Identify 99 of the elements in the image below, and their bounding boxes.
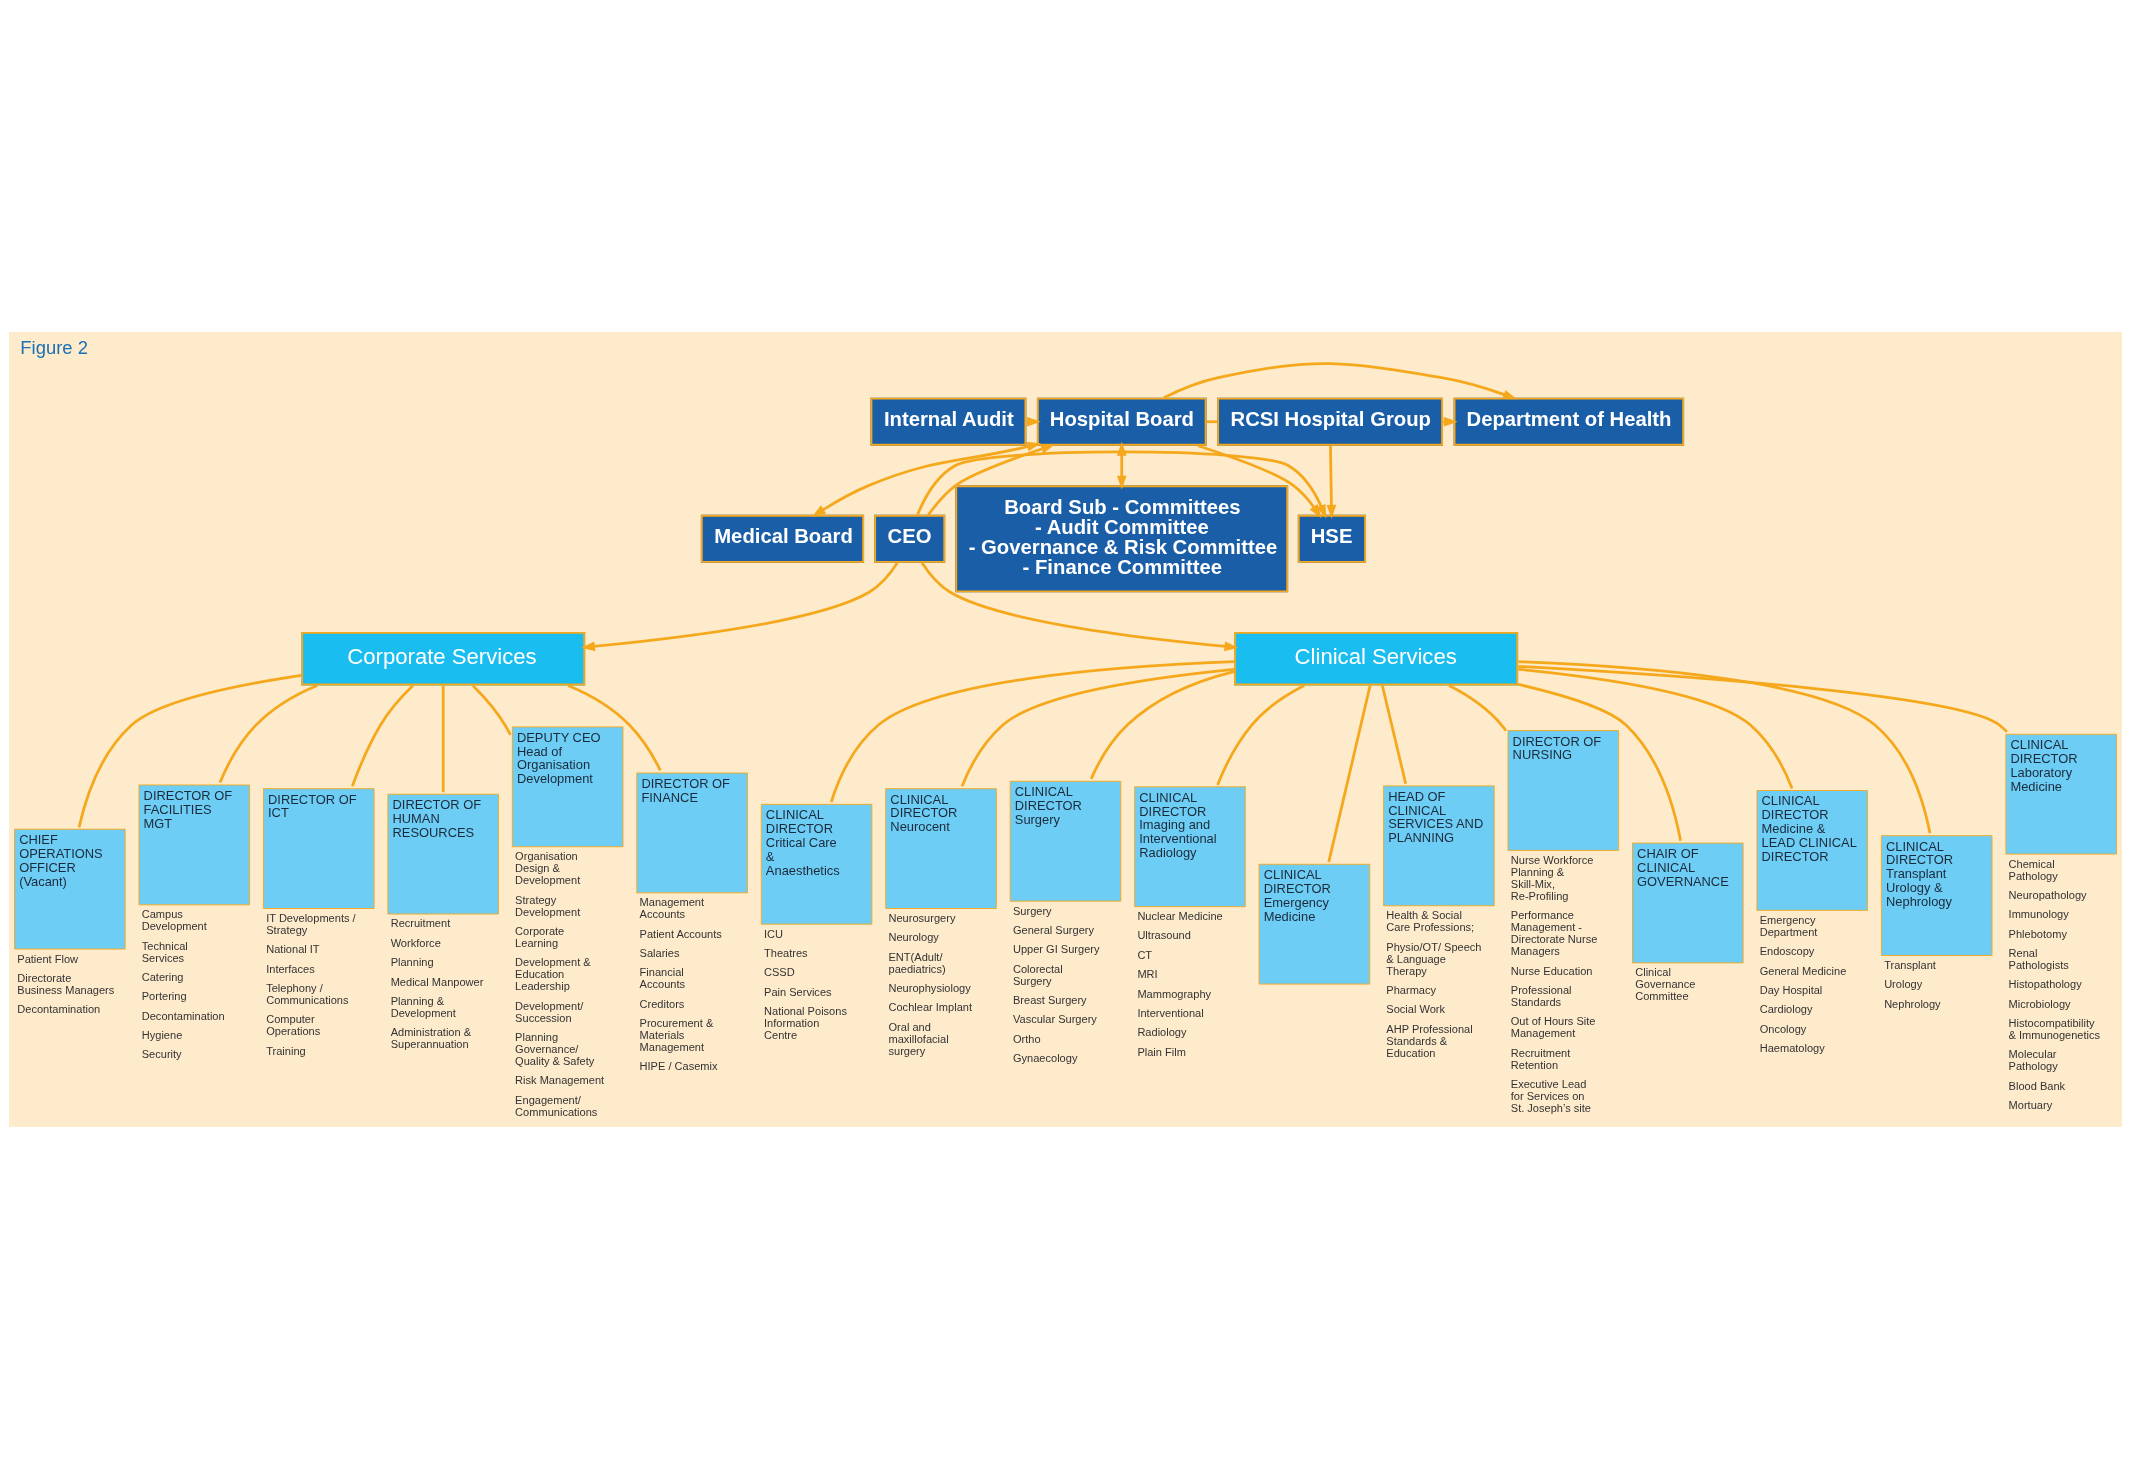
node-label: National Poisons Information Centre bbox=[764, 1005, 847, 1042]
node-label: Strategy Development bbox=[515, 893, 581, 918]
node-label: Microbiology bbox=[2008, 997, 2071, 1010]
node-label: Phlebotomy bbox=[2008, 927, 2067, 940]
node-label: Molecular Pathology bbox=[2008, 1048, 2058, 1073]
diagram-title: Figure 2 bbox=[20, 337, 88, 359]
node-label: Ultrasound bbox=[1137, 929, 1191, 942]
node-label: Patient Accounts bbox=[639, 927, 722, 940]
node-label: Theatres bbox=[764, 947, 808, 959]
node-label: Immunology bbox=[2008, 908, 2069, 921]
node-label: CSSD bbox=[764, 966, 795, 979]
node-label: Administration & Superannuation bbox=[390, 1026, 472, 1051]
node-label: Catering bbox=[141, 970, 184, 983]
node-label: Ortho bbox=[1012, 1032, 1041, 1045]
node-label: Upper GI Surgery bbox=[1012, 943, 1100, 956]
node-label: Recruitment bbox=[390, 917, 451, 930]
node-label: Engagement/ Communications bbox=[515, 1093, 598, 1118]
node-label: Professional Standards bbox=[1510, 983, 1572, 1008]
node-label: Planning bbox=[390, 956, 434, 969]
node-label: General Surgery bbox=[1012, 923, 1095, 936]
node-label: Planning Governance/ Quality & Safety bbox=[515, 1030, 595, 1067]
node-label: Training bbox=[266, 1044, 306, 1057]
node-label: Medical Manpower bbox=[390, 975, 484, 988]
node-label: MRI bbox=[1137, 968, 1158, 981]
node-label: Day Hospital bbox=[1759, 983, 1823, 996]
node-label: Workforce bbox=[390, 936, 441, 949]
node-label: Performance Management - Directorate Nurse Managers bbox=[1510, 909, 1598, 958]
node-label: Neurosurgery bbox=[888, 911, 956, 924]
node-label: ENT(Adult/ paediatrics) bbox=[888, 950, 946, 975]
node-label: Interventional bbox=[1137, 1006, 1204, 1019]
node-label: General Medicine bbox=[1759, 964, 1847, 977]
node-label: Security bbox=[141, 1048, 182, 1061]
node-label: Renal Pathologists bbox=[2008, 947, 2069, 971]
node-label: Technical Services bbox=[141, 939, 188, 964]
node-label: Pharmacy bbox=[1386, 983, 1437, 996]
node-label: CT bbox=[1137, 948, 1153, 961]
node-label: Risk Management bbox=[515, 1074, 605, 1087]
node-label: HIPE / Casemix bbox=[639, 1060, 718, 1073]
node-label: Portering bbox=[141, 990, 187, 1003]
node-label: Vascular Surgery bbox=[1012, 1013, 1097, 1026]
node-label: Emergency Department bbox=[1759, 913, 1818, 938]
node-label: Telephony / Communications bbox=[266, 982, 349, 1007]
node-label: Neuropathology bbox=[2008, 888, 2087, 901]
node-label: Decontamination bbox=[17, 1003, 101, 1016]
node-label: Creditors bbox=[639, 997, 685, 1010]
node-label: Health & Social Care Professions; bbox=[1386, 909, 1475, 934]
node-label: Hygiene bbox=[141, 1029, 183, 1042]
node-label: Nuclear Medicine bbox=[1137, 910, 1223, 923]
node-label: Directorate Business Managers bbox=[17, 971, 115, 996]
node-label: Decontamination bbox=[141, 1009, 225, 1022]
node-label: Corporate Learning bbox=[515, 924, 565, 949]
node-label: Procurement & Materials Management bbox=[639, 1017, 714, 1054]
node-label: Plain Film bbox=[1137, 1045, 1186, 1058]
node-label: Endoscopy bbox=[1759, 945, 1815, 958]
node-label: Cardiology bbox=[1759, 1003, 1813, 1016]
node-label: Recruitment Retention bbox=[1510, 1046, 1571, 1071]
node-label: Neurology bbox=[888, 931, 939, 944]
node-label: National IT bbox=[266, 943, 320, 956]
node-label: Oncology bbox=[1759, 1022, 1807, 1035]
node-label: IT Developments / Strategy bbox=[266, 911, 356, 936]
node-label: Neurophysiology bbox=[888, 982, 971, 995]
node-label: Mortuary bbox=[2008, 1099, 2053, 1112]
node-label: Oral and maxillofacial surgery bbox=[888, 1020, 949, 1057]
node-label: Development/ Succession bbox=[515, 999, 584, 1024]
node-label: Nurse Workforce Planning & Skill-Mix, Re-Profiling bbox=[1510, 853, 1594, 902]
node-label: Financial Accounts bbox=[639, 966, 686, 991]
node-label: Social Work bbox=[1386, 1003, 1446, 1016]
node-label: Transplant bbox=[1884, 958, 1936, 971]
node-label: Haematology bbox=[1759, 1041, 1825, 1054]
node-label: Planning & Development bbox=[390, 994, 456, 1019]
node-label: Management Accounts bbox=[639, 896, 705, 921]
node-label: ICU bbox=[764, 927, 784, 940]
node-label: Nephrology bbox=[1884, 997, 1941, 1010]
node-label: Gynaecology bbox=[1012, 1052, 1078, 1065]
node-label: Urology bbox=[1884, 978, 1923, 991]
node-label: Development & Education Leadership bbox=[515, 956, 591, 993]
node-label: Campus Development bbox=[141, 908, 207, 933]
node-label: Histocompatibility & Immunogenetics bbox=[2008, 1017, 2101, 1042]
node-label: Clinical Governance Committee bbox=[1635, 966, 1696, 1003]
node-label: Colorectal Surgery bbox=[1012, 962, 1063, 987]
node-label: Chemical Pathology bbox=[2008, 857, 2058, 882]
node-label: Physio/OT/ Speech & Language Therapy bbox=[1386, 940, 1482, 977]
node-label: AHP Professional Standards & Education bbox=[1386, 1022, 1473, 1059]
node-label: Cochlear Implant bbox=[888, 1001, 973, 1014]
node-label: Interfaces bbox=[266, 962, 315, 975]
node-label: Executive Lead for Services on St. Joseph’s site bbox=[1510, 1077, 1592, 1114]
node-label: Out of Hours Site Management bbox=[1510, 1015, 1596, 1040]
node-label: Computer Operations bbox=[266, 1013, 321, 1038]
node-label: Radiology bbox=[1137, 1026, 1187, 1039]
node-label: Surgery bbox=[1012, 904, 1052, 917]
node-label: Patient Flow bbox=[17, 952, 79, 965]
node-label: Pain Services bbox=[764, 985, 832, 998]
node-label: Histopathology bbox=[2008, 978, 2082, 991]
node-label: Salaries bbox=[639, 947, 680, 959]
node-label: Blood Bank bbox=[2008, 1079, 2066, 1092]
node-label: Mammography bbox=[1137, 987, 1212, 1000]
node-label: Breast Surgery bbox=[1012, 994, 1087, 1007]
node-label: Nurse Education bbox=[1510, 964, 1593, 977]
node-label: Organisation Design & Development bbox=[515, 850, 581, 887]
